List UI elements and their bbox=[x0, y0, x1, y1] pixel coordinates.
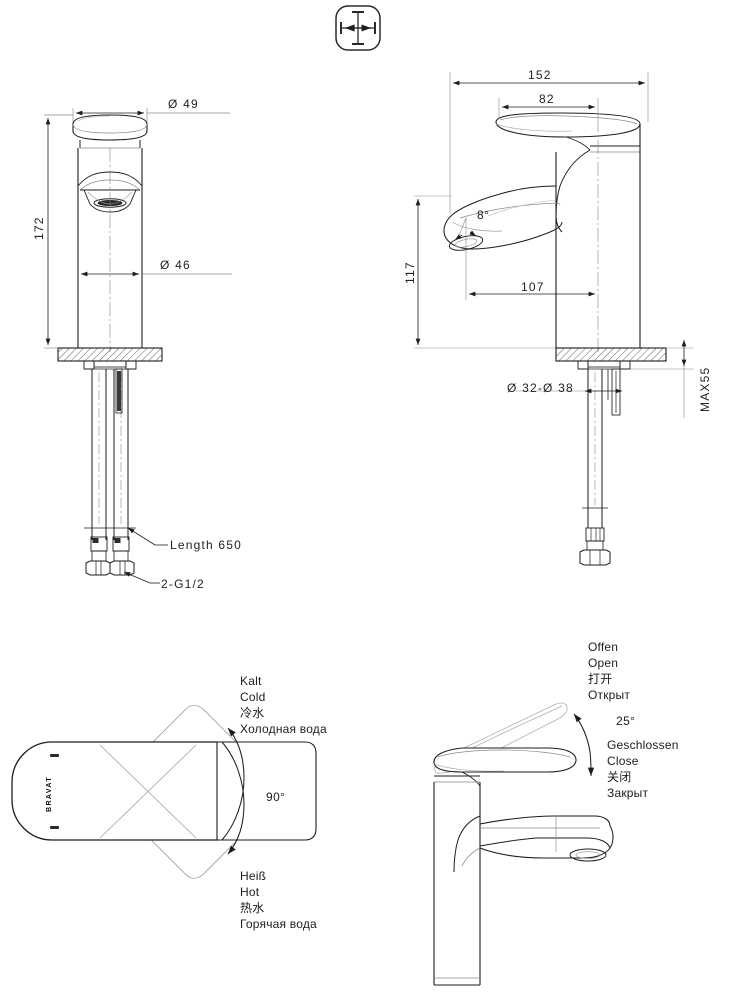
label-open-en: Open bbox=[588, 656, 619, 670]
callout-hose-length: Length 650 bbox=[170, 538, 243, 552]
brand-logo-text: BRAVAT bbox=[46, 775, 53, 812]
front-view-dimensions bbox=[44, 108, 232, 584]
label-closed-zh: 关闭 bbox=[607, 770, 632, 784]
dim-width-82: 82 bbox=[539, 92, 555, 106]
side-view-dimensions bbox=[414, 72, 694, 418]
dim-diameter-46: Ø 46 bbox=[160, 258, 191, 272]
label-cold-zh: 冷水 bbox=[240, 706, 265, 720]
label-hot-en: Hot bbox=[240, 885, 260, 899]
dim-height-172: 172 bbox=[32, 216, 46, 240]
side-view-geometry bbox=[443, 112, 667, 566]
label-open-de: Offen bbox=[588, 640, 619, 654]
front-view-geometry bbox=[57, 114, 163, 576]
label-cold-en: Cold bbox=[240, 690, 266, 704]
top-view-geometry bbox=[11, 704, 317, 879]
dim-swivel-90deg: 90° bbox=[266, 790, 286, 804]
projection-symbol-icon bbox=[335, 5, 381, 51]
lever-view-geometry bbox=[433, 702, 614, 986]
dim-mounting-hole: Ø 32-Ø 38 bbox=[507, 381, 574, 395]
label-closed-ru: Закрыт bbox=[607, 786, 649, 800]
dim-width-107: 107 bbox=[521, 280, 545, 294]
dim-height-117: 117 bbox=[403, 261, 417, 284]
dim-max-thickness: MAX55 bbox=[698, 366, 712, 412]
label-cold-ru: Холодная вода bbox=[240, 722, 327, 736]
dim-diameter-49: Ø 49 bbox=[168, 97, 199, 111]
dim-lever-angle-25deg: 25° bbox=[616, 714, 636, 728]
label-hot-de: Heiß bbox=[240, 869, 267, 883]
label-cold-de: Kalt bbox=[240, 674, 262, 688]
label-open-zh: 打开 bbox=[588, 672, 613, 686]
dim-spout-angle-8deg: 8° bbox=[477, 208, 490, 222]
label-closed-en: Close bbox=[607, 754, 639, 768]
dim-width-152: 152 bbox=[528, 68, 552, 82]
label-hot-zh: 热水 bbox=[240, 901, 265, 915]
callout-thread-size: 2-G1/2 bbox=[161, 577, 205, 591]
label-open-ru: Открыт bbox=[588, 688, 631, 702]
label-closed-de: Geschlossen bbox=[607, 738, 679, 752]
label-hot-ru: Горячая вода bbox=[240, 917, 317, 931]
